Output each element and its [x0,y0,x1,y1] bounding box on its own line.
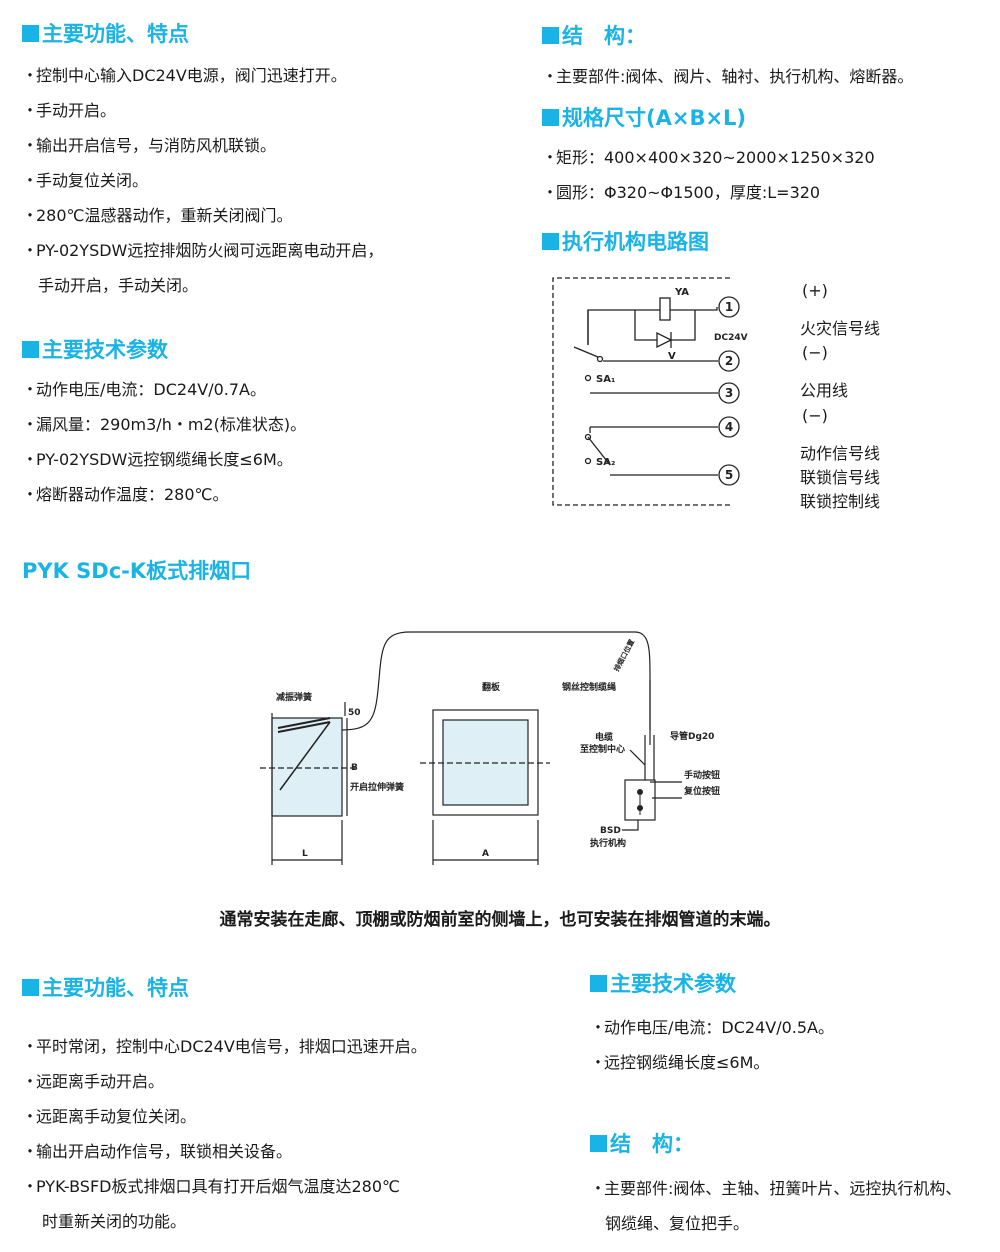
list-item: ・PY-02YSDW远控排烟防火阀可远距离电动开启， [22,241,384,260]
installation-caption: 通常安装在走廊、顶棚或防烟前室的侧墙上，也可安装在排烟管道的末端。 [219,910,781,930]
switch-sa1-label: SA₁ [596,374,615,385]
list-item: ・熔断器动作温度：280℃。 [22,485,229,504]
square-bullet-icon [542,109,559,126]
dim-50: 50 [348,708,361,718]
square-bullet-icon [22,341,39,358]
terminal-1 [718,296,740,318]
list-item-continuation: 时重新关闭的功能。 [42,1212,187,1231]
label-manual-button: 手动按钮 [684,769,720,781]
list-item: ・PY-02YSDW远控钢缆绳长度≤6M。 [22,450,293,469]
label-bsd: BSD [600,826,621,836]
square-bullet-icon [542,27,559,44]
voltage-label: DC24V [714,333,748,343]
label-cable: 电缆 [595,731,613,743]
list-item: ・主要部件:阀体、主轴、扭簧叶片、远控执行机构、 [590,1179,962,1198]
diode-label: V [668,351,676,362]
list-item: ・圆形：Φ320~Φ1500，厚度:L=320 [542,183,821,202]
list-item-continuation: 手动开启，手动关闭。 [38,276,199,295]
switch-sa2-label: SA₂ [596,457,615,468]
label-plus: (+) [802,281,828,300]
section-heading-structure: 结 构： [542,20,646,50]
product-title: PYK SDc-K板式排烟口 [22,559,252,583]
label-action-signal: 动作信号线 [800,444,881,463]
label-damper-spring: 减振弹簧 [276,691,312,703]
list-item: ・手动开启。 [22,101,117,120]
terminal-5 [718,464,740,486]
list-item: ・漏风量：290m3/h・m2(标准状态)。 [22,415,307,434]
reset-button-icon [637,805,643,811]
terminal-5-number: 5 [725,468,733,482]
list-item: ・远距离手动开启。 [22,1072,165,1091]
list-item: ・控制中心输入DC24V电源，阀门迅速打开。 [22,66,347,85]
square-bullet-icon [22,25,39,42]
label-panel: 翻板 [482,681,501,693]
list-item: ・输出开启动作信号，联锁相关设备。 [22,1142,293,1161]
dim-b: B [351,763,358,773]
label-reset-button: 复位按钮 [683,785,720,797]
label-lock-control: 联锁控制线 [800,492,881,511]
label-open-spring: 开启拉伸弹簧 [350,781,404,793]
list-item: ・主要部件:阀体、阀片、轴衬、执行机构、熔断器。 [542,67,914,86]
square-bullet-icon [590,975,607,992]
relay-coil-symbol [659,297,671,321]
label-minus-1: (−) [802,343,828,362]
section-heading-tech-params-2: 主要技术参数 [590,968,736,998]
section-heading-structure-2: 结 构： [590,1128,694,1158]
list-item: ・PYK-BSFD板式排烟口具有打开后烟气温度达280℃ [22,1177,400,1196]
section-heading-features-2: 主要功能、特点 [22,972,189,1002]
square-bullet-icon [590,1135,607,1152]
terminal-2-number: 2 [725,354,733,368]
product-drawing: 减振弹簧 50 B 开启拉伸弹簧 L 翻板 A 钢丝控制缆绳 电缆 至控制中心 … [260,631,720,865]
label-conduit: 导管Dg20 [670,730,714,742]
label-steel-cable: 钢丝控制缆绳 [562,681,616,693]
terminal-4-number: 4 [725,420,733,434]
list-item: ・动作电压/电流：DC24V/0.7A。 [22,380,266,399]
section-heading-circuit: 执行机构电路图 [542,226,709,256]
section-heading-dimensions: 规格尺寸(A×B×L) [542,102,746,132]
list-item: ・输出开启信号，与消防风机联锁。 [22,136,277,155]
list-item: ・矩形：400×400×320~2000×1250×320 [542,148,875,167]
coil-label: YA [674,287,689,298]
terminal-2 [718,350,740,372]
enclosure-outline [552,277,730,506]
terminal-4 [718,416,740,438]
list-item: ・280℃温感器动作，重新关闭阀门。 [22,206,293,225]
label-minus-2: (−) [802,406,828,425]
list-item: ・远控钢缆绳长度≤6M。 [590,1053,770,1072]
list-item: ・平时常闭，控制中心DC24V电信号，排烟口迅速开启。 [22,1037,427,1056]
label-common: 公用线 [800,381,849,400]
section-heading-features: 主要功能、特点 [22,18,189,48]
label-fire-signal: 火灾信号线 [800,319,881,338]
section-heading-tech-params: 主要技术参数 [22,334,168,364]
list-item: ・手动复位关闭。 [22,171,149,190]
diode-symbol [656,331,673,349]
terminal-3-number: 3 [725,386,733,400]
terminal-3 [718,382,740,404]
list-item: ・远距离手动复位关闭。 [22,1107,197,1126]
label-lock-signal: 联锁信号线 [800,468,881,487]
label-actuator: 执行机构 [590,837,626,849]
side-view-body [271,717,343,817]
list-item: ・动作电压/电流：DC24V/0.5A。 [590,1018,834,1037]
circuit-diagram: YA DC24V V SA₁ SA₂ 1 2 3 4 5 [552,277,748,506]
dim-a: A [482,849,489,859]
label-outlet-position: 排烟口位置 [612,638,636,673]
manual-button-icon [637,789,643,795]
dim-l: L [302,849,308,859]
label-to-control-center: 至控制中心 [580,743,625,755]
list-item-continuation: 钢缆绳、复位把手。 [605,1214,750,1233]
square-bullet-icon [542,233,559,250]
square-bullet-icon [22,979,39,996]
terminal-1-number: 1 [725,300,733,314]
